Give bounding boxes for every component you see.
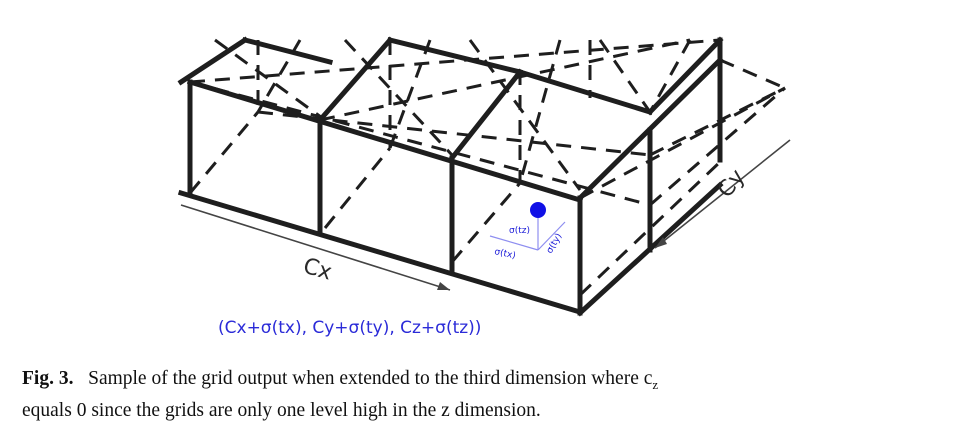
hidden-grid-lines xyxy=(188,38,786,297)
figure-caption: Fig. 3. Sample of the grid output when e… xyxy=(22,366,944,424)
coordinate-formula: (Cx+σ(tx), Cy+σ(ty), Cz+σ(tz)) xyxy=(218,318,481,338)
sigma-tx-label: σ(tx) xyxy=(493,247,516,261)
sigma-ty-label: σ(ty) xyxy=(545,232,564,256)
sigma-tz-label: σ(tz) xyxy=(509,226,530,236)
caption-subscript: z xyxy=(652,376,659,392)
cx-arrow xyxy=(180,204,451,291)
caption-label: Fig. 3. xyxy=(22,368,74,389)
cy-arrow xyxy=(654,139,791,249)
grid-diagram: Cx Cy σ(tz) σ(tx) σ(ty) (Cx+σ(tx), Cy+σ(… xyxy=(177,36,791,338)
caption-text: Sample of the grid output when extended … xyxy=(88,368,653,389)
caption-text-end: equals 0 since the grids are only one le… xyxy=(22,399,541,421)
predicted-point-marker xyxy=(530,202,546,218)
visible-grid-edges xyxy=(177,36,724,317)
cx-label: Cx xyxy=(300,254,334,286)
